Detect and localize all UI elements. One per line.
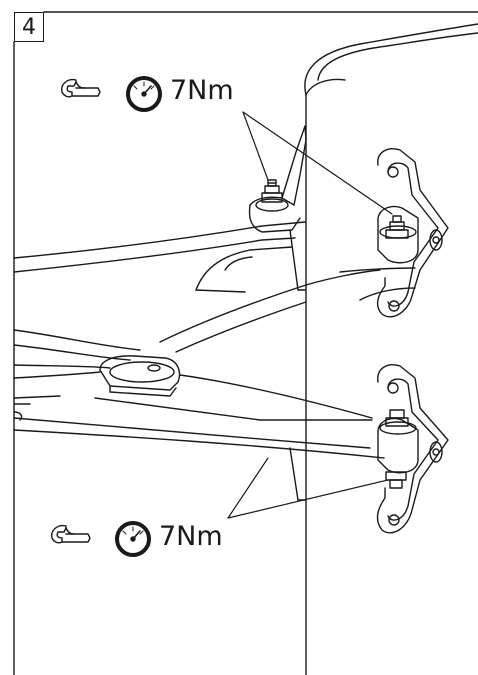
torque-value-bottom: 7Nm	[159, 521, 223, 552]
leader-lines-top	[242, 111, 393, 215]
leader-lines-bottom	[227, 457, 389, 519]
torque-gauge-icon	[126, 76, 162, 112]
wrench-icon	[51, 524, 91, 544]
torque-gauge-icon	[115, 521, 151, 557]
step-number: 4	[14, 12, 44, 42]
lower-right-wall-bracket	[376, 364, 449, 534]
arm-hinge	[99, 355, 181, 397]
torque-value-top: 7Nm	[170, 75, 234, 106]
wrench-icon	[61, 78, 101, 98]
upper-left-nut	[261, 179, 283, 203]
pole	[304, 23, 478, 675]
upper-right-nut	[385, 215, 409, 239]
lower-arm	[13, 269, 385, 501]
upper-arm	[13, 221, 416, 301]
lower-right-nut-top	[385, 409, 409, 427]
upper-left-clamp	[248, 125, 307, 233]
upper-right-wall-bracket	[376, 148, 449, 318]
lower-right-nut-bottom	[385, 471, 407, 489]
